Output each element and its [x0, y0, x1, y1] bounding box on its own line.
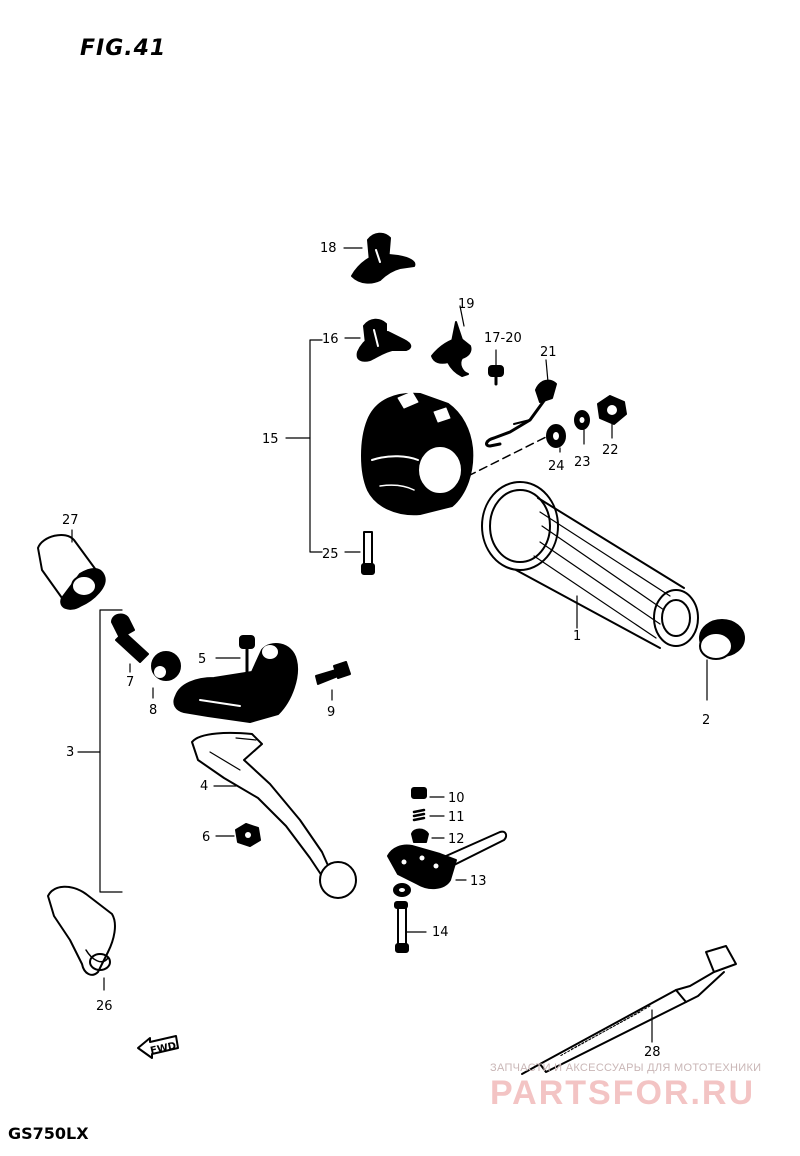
label-9: 9: [327, 705, 335, 720]
label-13: 13: [470, 874, 487, 889]
part-25-screw: [361, 531, 375, 575]
label-18: 18: [320, 241, 337, 256]
part-16-clamp: [356, 318, 412, 362]
label-14: 14: [432, 925, 449, 940]
part-7-bolt: [111, 613, 149, 663]
axis-line: [467, 435, 549, 477]
label-10: 10: [448, 791, 465, 806]
watermark-brand: PARTSFOR.RU: [490, 1074, 756, 1112]
part-11-spring: [412, 808, 426, 822]
label-22: 22: [602, 443, 619, 458]
label-28: 28: [644, 1045, 661, 1060]
label-6: 6: [202, 830, 210, 845]
label-7: 7: [126, 675, 134, 690]
part-14-screw: [393, 883, 411, 953]
label-27: 27: [62, 513, 79, 528]
part-22-nut: [597, 395, 627, 425]
part-2-end-cap: [699, 619, 745, 660]
part-13-switch: [387, 830, 508, 890]
part-1-grip: [481, 481, 699, 649]
part-17-20-screw: [488, 365, 504, 386]
label-4: 4: [200, 779, 208, 794]
part-28-cable-tie: [521, 945, 737, 1075]
label-5: 5: [198, 652, 206, 667]
fwd-arrow: [137, 1035, 179, 1059]
label-1: 1: [573, 629, 581, 644]
part-12-plunger: [411, 828, 429, 843]
part-18-clamp: [351, 232, 416, 284]
label-15: 15: [262, 432, 279, 447]
label-3: 3: [66, 745, 74, 760]
watermark-caption: ЗАПЧАСТИ И АКСЕССУАРЫ ДЛЯ МОТОТЕХНИКИ: [490, 1062, 762, 1074]
part-8-bushing: [151, 651, 181, 681]
leader-lines: [71, 247, 708, 1043]
part-10-cap: [411, 787, 427, 799]
part-lever-bracket: [173, 643, 298, 723]
label-17-20: 17-20: [484, 331, 522, 346]
part-9-bolt: [315, 661, 351, 685]
part-21-cable-guide: [485, 359, 557, 448]
part-6-nut: [235, 823, 261, 847]
label-26: 26: [96, 999, 113, 1014]
label-8: 8: [149, 703, 157, 718]
label-19: 19: [458, 297, 475, 312]
label-21: 21: [540, 345, 557, 360]
part-24-spring: [546, 424, 566, 448]
part-26-lever-boot: [47, 885, 116, 976]
label-11: 11: [448, 810, 465, 825]
model-code: GS750LX: [8, 1124, 89, 1143]
label-23: 23: [574, 455, 591, 470]
label-12: 12: [448, 832, 465, 847]
fwd-label: FWD: [149, 1041, 177, 1057]
label-2: 2: [702, 713, 710, 728]
label-25: 25: [322, 547, 339, 562]
label-24: 24: [548, 459, 565, 474]
part-23-washer: [574, 410, 590, 430]
part-4-lever: [191, 731, 357, 899]
label-16: 16: [322, 332, 339, 347]
part-27-boot: [37, 533, 106, 610]
part-15-switch-housing: [361, 391, 474, 516]
part-5-bolt: [239, 635, 255, 678]
part-19-bracket: [431, 305, 472, 377]
figure-title: FIG.41: [80, 36, 167, 61]
